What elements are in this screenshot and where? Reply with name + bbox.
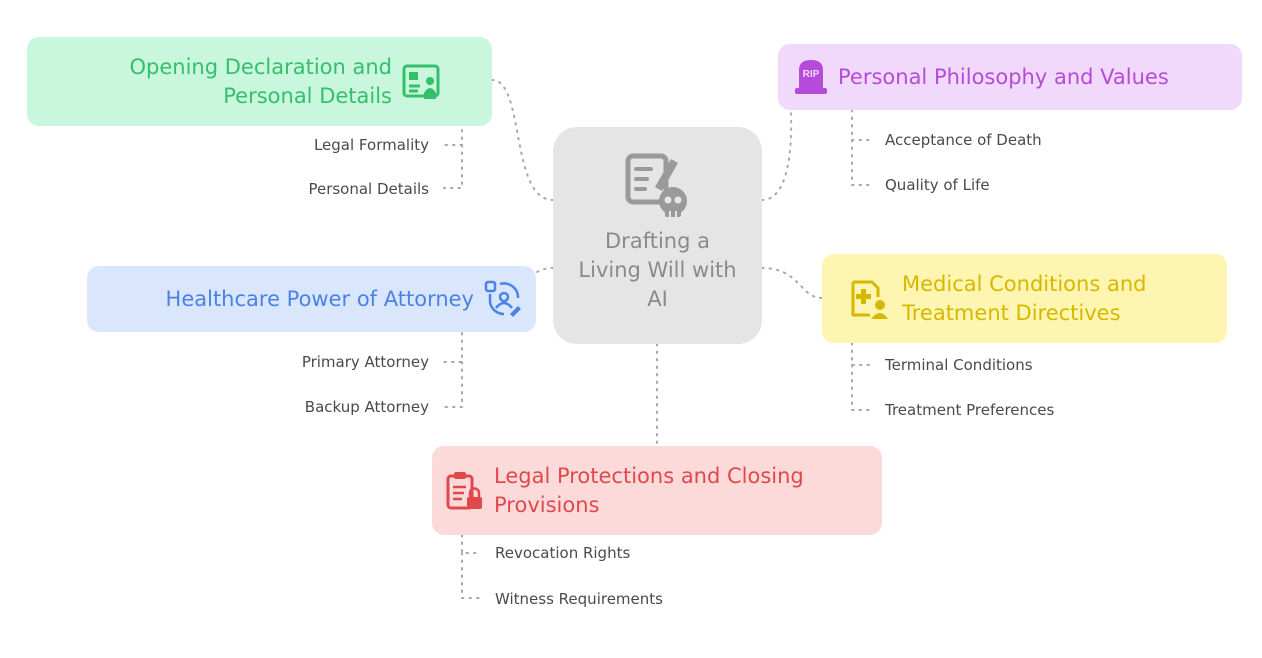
leaf-backup-attorney: Backup Attorney	[304, 398, 429, 416]
connector-center-medical	[761, 267, 823, 299]
leaf-acceptance-of-death: Acceptance of Death	[885, 131, 1042, 149]
leaf-primary-attorney: Primary Attorney	[301, 353, 429, 371]
connector-center-philosophy	[761, 94, 793, 201]
svg-text:RIP: RIP	[803, 69, 820, 80]
branch-title: Opening Declaration and Personal Details	[129, 54, 393, 108]
leaf-terminal-conditions: Terminal Conditions	[885, 356, 1033, 374]
leaf-personal-details: Personal Details	[308, 180, 429, 198]
central-topic-title: Drafting a Living Will with AI	[578, 229, 737, 311]
id-card-icon	[402, 63, 440, 101]
branch-personal-philosophy: RIP Personal Philosophy and Values	[778, 44, 1242, 110]
branch-legal-protections: Legal Protections and Closing Provisions	[432, 446, 882, 535]
leaf-quality-of-life: Quality of Life	[885, 176, 990, 194]
connector-center-opening	[491, 79, 554, 201]
branch-opening-declaration: Opening Declaration and Personal Details	[27, 37, 492, 126]
tombstone-rip-icon: RIP	[794, 58, 828, 96]
connector-attorney-leaf2	[443, 361, 463, 408]
user-refresh-icon	[484, 280, 522, 318]
connector-medical-leaf1	[851, 342, 871, 366]
connector-legal-leaf2	[461, 552, 481, 599]
clipboard-lock-icon	[446, 471, 484, 511]
connector-philosophy-leaf1	[851, 109, 871, 141]
branch-medical-conditions: Medical Conditions and Treatment Directi…	[822, 254, 1227, 343]
branch-title: Personal Philosophy and Values	[838, 64, 1169, 89]
connector-medical-leaf2	[851, 364, 871, 411]
medical-file-user-icon	[850, 279, 888, 319]
leaf-witness-requirements: Witness Requirements	[495, 590, 663, 608]
branch-title: Healthcare Power of Attorney	[165, 286, 474, 311]
leaf-treatment-preferences: Treatment Preferences	[885, 401, 1055, 419]
document-skull-icon	[625, 153, 691, 223]
central-topic: Drafting a Living Will with AI	[553, 127, 762, 344]
connector-attorney-leaf1	[443, 332, 463, 363]
leaf-legal-formality: Legal Formality	[313, 136, 429, 154]
leaf-revocation-rights: Revocation Rights	[495, 544, 631, 562]
branch-healthcare-attorney: Healthcare Power of Attorney	[87, 266, 536, 332]
connector-philosophy-leaf2	[851, 139, 871, 186]
branch-title: Medical Conditions and Treatment Directi…	[902, 271, 1147, 325]
branch-title: Legal Protections and Closing Provisions	[494, 463, 804, 517]
connector-opening-leaf2	[443, 144, 463, 189]
